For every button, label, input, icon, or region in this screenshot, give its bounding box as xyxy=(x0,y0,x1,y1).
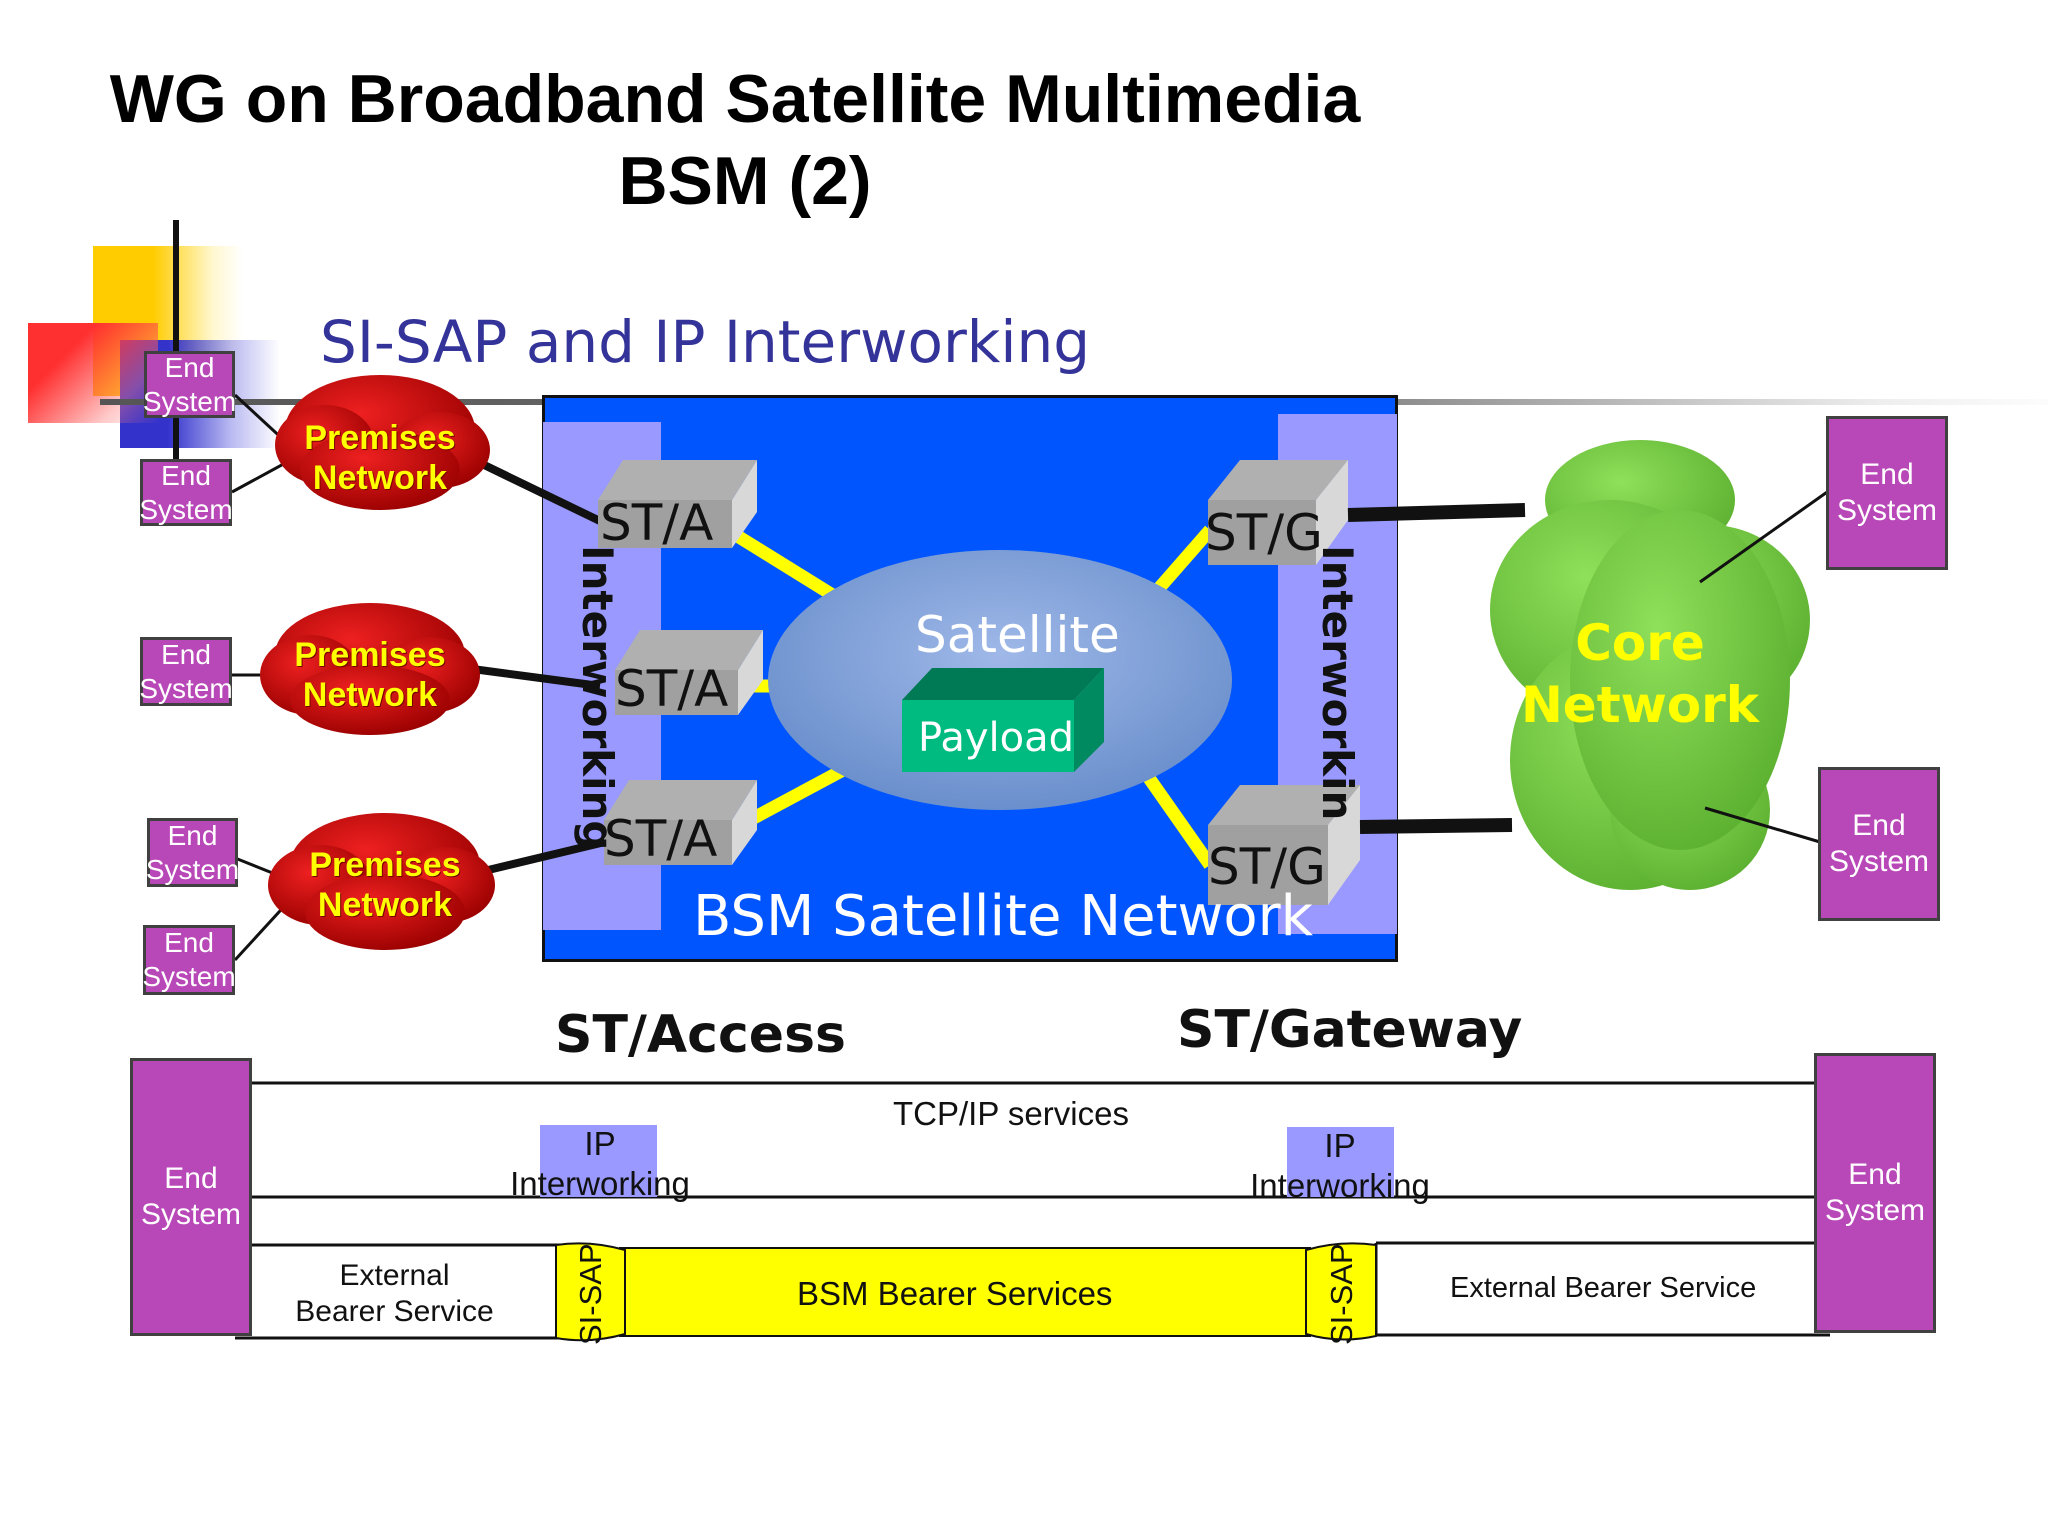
core-links xyxy=(1347,503,1526,834)
protocol-end-left-line2: System xyxy=(140,1198,242,1231)
protocol-end-right-line2: System xyxy=(1824,1194,1926,1227)
core-network-line2: Network xyxy=(1520,676,1760,734)
bsm-bearer-band xyxy=(555,1242,1377,1342)
protocol-end-system-right[interactable]: End System xyxy=(1814,1053,1936,1333)
ip-interworking-left-line1: IP xyxy=(584,1125,616,1162)
satellite-label: Satellite xyxy=(915,606,1120,664)
premises-network-3-line1: Premises xyxy=(309,846,461,884)
ip-interworking-left-label: IP Interworking xyxy=(480,1124,720,1204)
interworking-label-right: Interworkin xyxy=(1313,545,1362,821)
deco-red-square xyxy=(28,323,158,423)
st-g-box-1 xyxy=(1208,460,1348,565)
core-to-end-links xyxy=(1699,488,1831,844)
si-sap-right-label: SI-SAP xyxy=(1324,1243,1359,1345)
core-network-label: Core Network xyxy=(1500,612,1780,736)
st-gateway-heading: ST/Gateway xyxy=(1177,1000,1523,1060)
ip-interworking-right-label: IP Interworking xyxy=(1220,1126,1460,1206)
premises-network-1-line1: Premises xyxy=(304,419,456,457)
premises-network-3-line2: Network xyxy=(317,886,453,924)
premises-network-2-line1: Premises xyxy=(294,636,446,674)
protocol-end-left-line1: End xyxy=(164,1162,218,1195)
bsm-bearer-label: BSM Bearer Services xyxy=(797,1275,1113,1312)
premises-cloud-1 xyxy=(275,375,490,510)
ip-interworking-box-right xyxy=(1287,1127,1394,1197)
st-g-label-1: ST/G xyxy=(1205,504,1323,562)
premises-network-3-label: Premises Network xyxy=(305,845,465,925)
st-a-label-2: ST/A xyxy=(615,660,729,718)
premises-to-st-links xyxy=(464,458,606,876)
premises-network-2-label: Premises Network xyxy=(290,635,450,715)
ip-interworking-left-line2: Interworking xyxy=(510,1165,690,1202)
core-network-cloud xyxy=(1490,440,1810,890)
interworking-label-left: Interworking xyxy=(573,545,622,851)
payload-box xyxy=(902,668,1104,772)
bsm-network-label: BSM Satellite Network xyxy=(693,884,1314,949)
st-a-box-1 xyxy=(598,460,757,548)
premises-cloud-3 xyxy=(268,813,495,950)
external-bearer-left-line2: Bearer Service xyxy=(295,1295,494,1328)
premises-network-1-label: Premises Network xyxy=(300,418,460,498)
protocol-end-system-left[interactable]: End System xyxy=(130,1058,252,1336)
premises-network-1-line2: Network xyxy=(312,459,448,497)
st-a-label-3: ST/A xyxy=(604,810,718,868)
core-network-line1: Core xyxy=(1575,614,1705,672)
si-sap-left-label: SI-SAP xyxy=(573,1243,608,1345)
st-g-label-2: ST/G xyxy=(1208,838,1326,896)
ip-interworking-right-line1: IP xyxy=(1324,1127,1356,1164)
protocol-end-right-line1: End xyxy=(1848,1158,1902,1191)
tcpip-services-label: TCP/IP services xyxy=(893,1095,1129,1132)
page-title-line2: BSM (2) xyxy=(618,143,872,219)
premises-network-2-line2: Network xyxy=(302,676,438,714)
premises-cloud-2 xyxy=(260,603,480,735)
st-g-box-2 xyxy=(1208,785,1360,905)
st-a-label-1: ST/A xyxy=(600,494,714,552)
ip-interworking-right-line2: Interworking xyxy=(1250,1167,1430,1204)
ip-interworking-box-left xyxy=(540,1125,657,1197)
st-a-box-3 xyxy=(604,780,757,865)
st-access-heading: ST/Access xyxy=(555,1005,846,1065)
page-title-line1: WG on Broadband Satellite Multimedia xyxy=(109,61,1361,137)
external-bearer-left-line1: External xyxy=(339,1259,450,1292)
external-bearer-left-label: External Bearer Service xyxy=(262,1258,527,1330)
subtitle: SI-SAP and IP Interworking xyxy=(320,308,1091,376)
st-a-box-2 xyxy=(615,630,763,715)
external-bearer-right-label: External Bearer Service xyxy=(1450,1272,1757,1304)
payload-label: Payload xyxy=(918,715,1074,761)
